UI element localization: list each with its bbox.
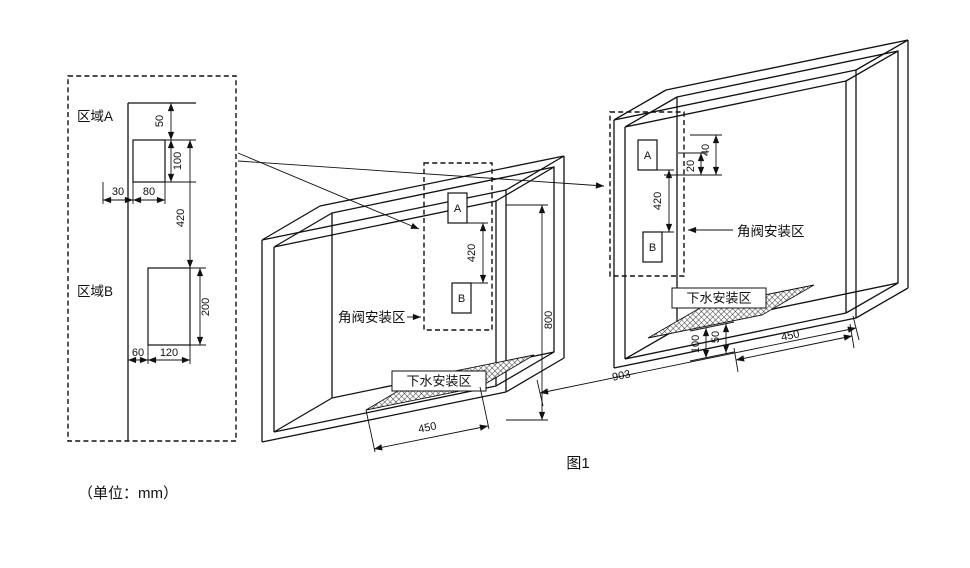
zone-a-marker-right xyxy=(637,139,658,171)
marker-a-right-label: A xyxy=(644,150,652,162)
mid-450-dim-line xyxy=(373,424,489,451)
dim-800-label: 800 xyxy=(543,311,555,329)
zone-a-marker-mid xyxy=(447,192,468,224)
detail-inset-box xyxy=(67,75,237,442)
dim-30-label: 30 xyxy=(112,186,124,198)
zone-b-rect xyxy=(147,267,191,346)
marker-b-right-label: B xyxy=(649,242,656,254)
valve-area-label-mid: 角阀安装区 xyxy=(338,310,406,325)
drain-area-label-right: 下水安装区 xyxy=(686,291,751,306)
dim-50-label-right: 50 xyxy=(710,331,722,343)
dim-420-label-right: 420 xyxy=(652,192,664,210)
dim-903-label: 903 xyxy=(611,368,631,383)
valve-zone-box-mid xyxy=(423,162,493,331)
zone-a-rect xyxy=(132,139,166,183)
detail-dim-lines xyxy=(103,103,204,364)
mid-450-extensions xyxy=(365,386,490,453)
marker-a-mid-label: A xyxy=(454,203,462,215)
drain-area-mid-labelbox xyxy=(391,370,487,392)
dim-903-line xyxy=(539,326,857,395)
valve-area-label-right: 角阀安装区 xyxy=(737,224,805,239)
zone-b-label: 区域B xyxy=(77,284,113,299)
inset-leader-arrows xyxy=(237,152,605,230)
leader-arrow-to-mid-cabinet xyxy=(237,152,420,230)
dim-450-label-mid: 450 xyxy=(417,420,437,435)
drain-area-right-hatch xyxy=(647,284,815,339)
dim-20-label: 20 xyxy=(685,160,697,172)
drain-area-right-labelbox xyxy=(671,287,767,309)
dim-60-label: 60 xyxy=(132,347,144,359)
dim-420-label-detail: 420 xyxy=(175,209,187,227)
detail-inset: 区域A 区域B 50 100 420 200 30 80 60 120 xyxy=(67,75,237,442)
zone-b-marker-mid xyxy=(451,282,472,314)
detail-wall-lines xyxy=(127,102,196,441)
drain-area-label-mid: 下水安装区 xyxy=(406,374,471,389)
cabinet-right: 下水安装区 A B 420 40 20 角阀安装区 100 50 450 903 xyxy=(536,39,909,407)
dim-200-label: 200 xyxy=(200,298,212,316)
cabinet-mid-outer-lines xyxy=(261,155,565,443)
zone-a-label: 区域A xyxy=(77,109,113,124)
dim-100-label-right: 100 xyxy=(690,335,702,353)
figure-caption: 图1 xyxy=(566,455,589,472)
marker-b-mid-label: B xyxy=(458,293,465,305)
dim-100-label: 100 xyxy=(172,152,184,170)
units-note: （单位：mm） xyxy=(78,485,178,502)
dim-120-label: 120 xyxy=(160,347,178,359)
dim-40-label: 40 xyxy=(700,144,712,156)
valve-zone-box-right xyxy=(609,111,685,277)
dim-80-label: 80 xyxy=(143,186,155,198)
zone-b-marker-right xyxy=(642,231,663,263)
cabinet-mid: 下水安装区 A B 420 角阀安装区 800 450 xyxy=(261,155,565,453)
dim-50-label: 50 xyxy=(154,115,166,127)
dim-420-label-mid: 420 xyxy=(466,244,478,262)
leader-arrow-to-right-cabinet xyxy=(237,160,605,189)
